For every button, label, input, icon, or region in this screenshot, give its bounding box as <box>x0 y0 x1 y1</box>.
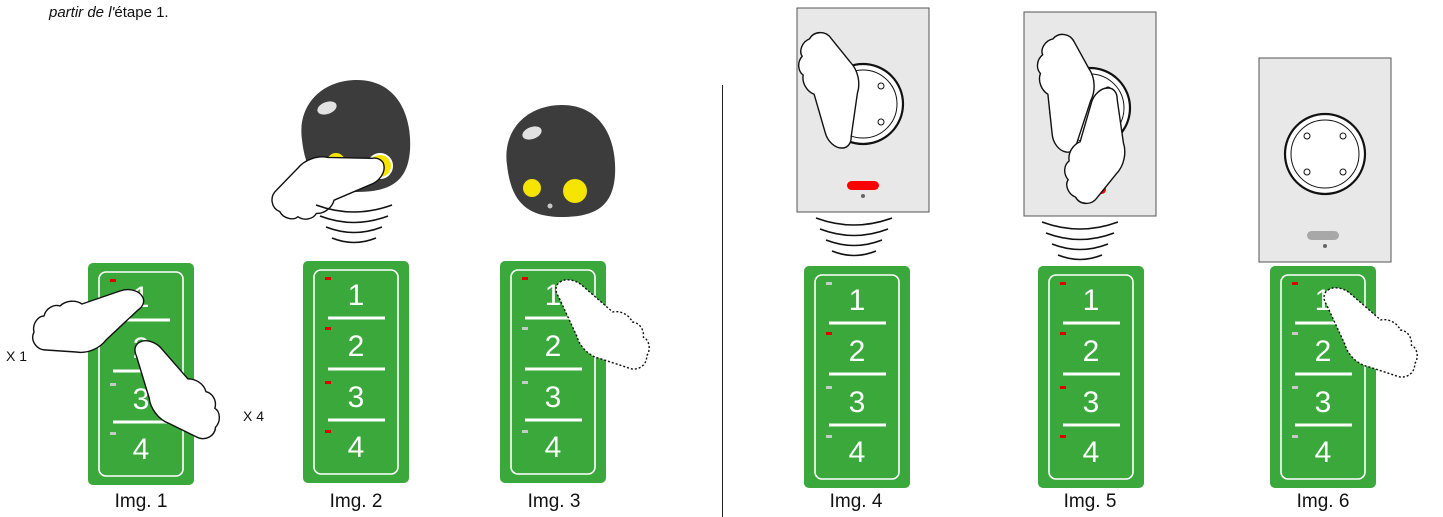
section-divider <box>722 85 723 517</box>
img5-keypad: 1 2 3 4 <box>1036 264 1146 490</box>
img6-digit-3: 3 <box>1315 386 1332 419</box>
img1-digit-4: 4 <box>133 433 150 466</box>
wave-icon <box>815 217 893 257</box>
multiplier-x4: X 4 <box>243 408 265 424</box>
receiver-panel <box>1257 56 1393 264</box>
img1-digit-3: 3 <box>133 383 150 416</box>
intro-prefix: partir de l' <box>49 4 115 21</box>
img5-digit-3: 3 <box>1083 386 1100 419</box>
img1-led-1 <box>110 279 116 282</box>
img2-digit-2: 2 <box>348 330 365 363</box>
img1-led-4 <box>110 432 116 435</box>
img1-led-3 <box>110 383 116 386</box>
caption-img5: Img. 5 <box>1063 491 1117 512</box>
img5-digit-4: 4 <box>1083 436 1100 469</box>
img3-digit-2: 2 <box>545 330 562 363</box>
intro-suffix: étape 1. <box>114 4 169 21</box>
img2-keypad: 1 2 3 4 <box>301 259 411 485</box>
caption-img2: Img. 2 <box>329 491 383 512</box>
caption-img3: Img. 3 <box>527 491 581 512</box>
img2-group: 1 2 3 4 <box>264 80 411 485</box>
img1-group: 1 2 3 4 <box>32 261 239 487</box>
img2-digit-3: 3 <box>348 381 365 414</box>
img3-digit-3: 3 <box>545 381 562 414</box>
caption-img4: Img. 4 <box>829 491 883 512</box>
img6-digit-4: 4 <box>1315 436 1332 469</box>
receiver-panel <box>795 6 931 214</box>
img2-digit-1: 1 <box>348 279 365 312</box>
receiver-led <box>847 181 879 190</box>
multiplier-x1: X 1 <box>6 348 28 364</box>
img6-keypad: 1 2 3 4 <box>1268 264 1378 490</box>
img6-digit-2: 2 <box>1315 335 1332 368</box>
img4-group: 1 2 3 4 <box>773 6 931 490</box>
img4-digit-3: 3 <box>849 386 866 419</box>
caption-img1: Img. 1 <box>114 491 168 512</box>
img2-digit-4: 4 <box>348 431 365 464</box>
receiver-led <box>1307 231 1339 240</box>
img5-digit-1: 1 <box>1083 284 1100 317</box>
wave-icon <box>1041 221 1119 261</box>
img3-group: 1 2 3 4 <box>498 105 665 485</box>
img5-group: 1 2 3 4 <box>1013 10 1158 490</box>
remote-icon <box>506 105 616 217</box>
intro-text: partir de l'étape 1. <box>49 4 169 21</box>
img4-digit-4: 4 <box>849 436 866 469</box>
img3-digit-4: 4 <box>545 431 562 464</box>
img5-digit-2: 2 <box>1083 335 1100 368</box>
img4-digit-2: 2 <box>849 335 866 368</box>
caption-img6: Img. 6 <box>1296 491 1350 512</box>
img4-keypad: 1 2 3 4 <box>802 264 912 490</box>
img4-digit-1: 1 <box>849 284 866 317</box>
img6-group: 1 2 3 4 <box>1257 56 1433 490</box>
